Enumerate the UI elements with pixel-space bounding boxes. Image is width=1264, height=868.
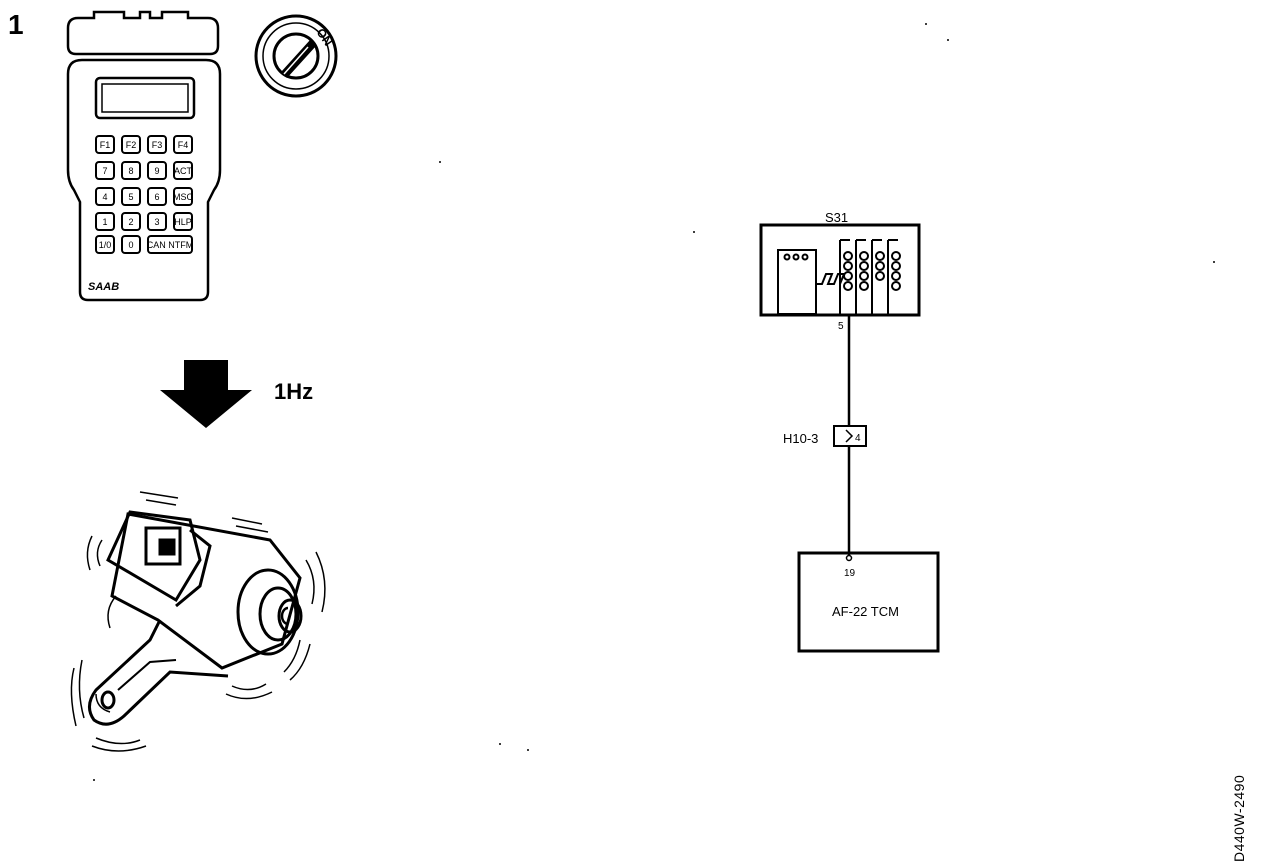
tester-key-label: 4: [102, 192, 107, 202]
tester-key-label: 1/0: [99, 240, 112, 250]
tester-key-label: 2: [128, 217, 133, 227]
control-unit-pin: 19: [844, 568, 856, 579]
tester-key: 1: [95, 212, 115, 231]
signal-frequency-label: 1Hz: [274, 379, 313, 404]
connector-pin: 4: [855, 433, 861, 444]
tester-key: HLP: [173, 212, 193, 231]
step-number: 1: [8, 9, 24, 40]
pin-terminal-icon: [845, 554, 853, 562]
tester-key: F2: [121, 135, 141, 154]
control-unit-label: AF-22 TCM: [832, 604, 899, 619]
solenoid-valve-icon: [88, 510, 303, 726]
tester-key-label: 5: [128, 192, 133, 202]
tester-key-label: 0: [128, 240, 133, 250]
tester-key: CAN NTFM: [147, 235, 194, 254]
tester-key: F4: [173, 135, 193, 154]
tester-key: 4: [95, 187, 115, 206]
switch-unit-box: [759, 223, 921, 317]
tester-key: 1/0: [95, 235, 115, 254]
diagnostic-tester-icon: [66, 10, 222, 302]
tester-key-label: 8: [128, 166, 133, 176]
switch-unit-label: S31: [825, 210, 848, 225]
tester-key-label: ACT: [174, 166, 193, 176]
tester-key-label: 1: [102, 217, 107, 227]
vibration-lines: [70, 491, 326, 752]
tester-key: F1: [95, 135, 115, 154]
tester-key: 3: [147, 212, 167, 231]
ignition-key-icon: [254, 14, 338, 98]
tester-key: F3: [147, 135, 167, 154]
tester-key-label: 9: [154, 166, 159, 176]
tester-key-label: F4: [178, 140, 189, 150]
tester-key: 2: [121, 212, 141, 231]
down-arrow-icon: [160, 360, 252, 428]
tester-key: 8: [121, 161, 141, 180]
tester-keypad: F1 F2 F3 F4 7 8 9 ACT 4 5 6 MSC 1 2 3 HLP 1/0 0 CAN NTFM: [95, 135, 194, 254]
tester-key: 0: [121, 235, 141, 254]
connector-pin-icon: [845, 429, 854, 443]
tester-key-label: CAN NTFM: [147, 240, 194, 250]
tester-key-label: F3: [152, 140, 163, 150]
tester-key-label: HLP: [174, 217, 192, 227]
reference-code: D440W-2490: [1231, 775, 1247, 862]
control-unit-box: [797, 551, 940, 653]
scan-specks: [93, 23, 1215, 781]
tester-key: 7: [95, 161, 115, 180]
tester-brand-logo: SAAB: [88, 281, 119, 293]
switch-unit-pin: 5: [838, 321, 844, 332]
tester-key-label: F2: [126, 140, 137, 150]
tester-key: 9: [147, 161, 167, 180]
gear-selector-switch-icon: [777, 239, 901, 315]
tester-key-label: 7: [102, 166, 107, 176]
tester-key: 5: [121, 187, 141, 206]
tester-key: ACT: [173, 161, 193, 180]
tester-key-label: 6: [154, 192, 159, 202]
connector-box: [833, 425, 867, 447]
ignition-on-label: ON: [314, 26, 336, 49]
tester-key-label: MSC: [173, 192, 194, 202]
connector-label: H10-3: [783, 431, 818, 446]
tester-key-label: F1: [100, 140, 111, 150]
tester-key: MSC: [173, 187, 194, 206]
tester-key: 6: [147, 187, 167, 206]
tester-key-label: 3: [154, 217, 159, 227]
